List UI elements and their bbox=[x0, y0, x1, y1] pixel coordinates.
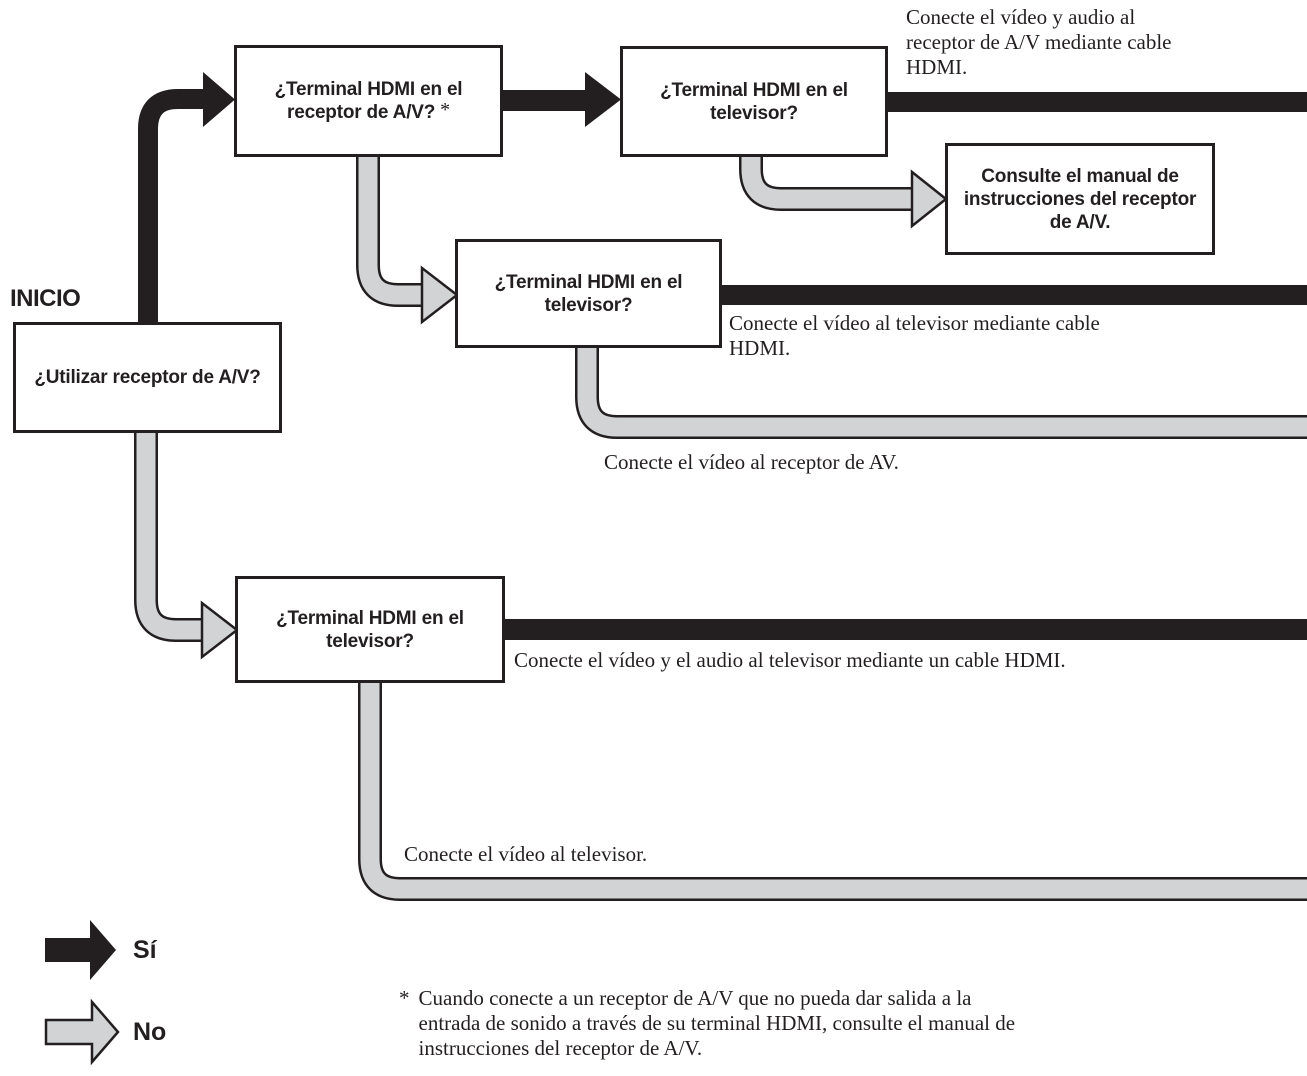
decision-box-utilizar-receptor: ¿Utilizar receptor de A/V? bbox=[13, 322, 282, 433]
yes-arrow-receptor-to-tv bbox=[501, 72, 621, 127]
legend-yes-label: Sí bbox=[133, 936, 157, 964]
decision-box-tv-bottom: ¿Terminal HDMI en el televisor? bbox=[235, 576, 505, 683]
yes-bar-tv-mid-out bbox=[720, 285, 1307, 305]
decision-box-tv-top: ¿Terminal HDMI en el televisor? bbox=[620, 46, 888, 157]
no-arrow-receptor-to-tv-mid bbox=[356, 155, 460, 325]
result-box-consulte-manual: Consulte el manual de instrucciones del … bbox=[945, 143, 1215, 255]
note-hdmi-receiver: Conecte el vídeo y audio al receptor de … bbox=[906, 5, 1172, 79]
legend-yes-arrow-icon bbox=[45, 920, 116, 980]
decision-box-tv-mid: ¿Terminal HDMI en el televisor? bbox=[455, 239, 722, 348]
no-line-tv-bottom-out bbox=[358, 681, 1307, 901]
decision-box-receptor-hdmi: ¿Terminal HDMI en el receptor de A/V?* bbox=[234, 45, 503, 157]
note-video-tv: Conecte el vídeo al televisor. bbox=[404, 842, 648, 866]
footnote-marker-ref: * bbox=[440, 99, 450, 121]
note-hdmi-tv-video: Conecte el vídeo al televisor mediante c… bbox=[729, 311, 1100, 360]
footnote-text: Cuando conecte a un receptor de A/V que … bbox=[418, 986, 1016, 1060]
note-video-receiver: Conecte el vídeo al receptor de AV. bbox=[604, 450, 899, 474]
no-arrow-inicio-to-tv-bottom bbox=[134, 431, 240, 660]
decision-box-tv-bottom-label: ¿Terminal HDMI en el televisor? bbox=[276, 607, 464, 652]
decision-box-receptor-hdmi-label: ¿Terminal HDMI en el receptor de A/V?* bbox=[275, 78, 463, 124]
start-label: INICIO bbox=[10, 285, 81, 312]
legend-no-label: No bbox=[133, 1018, 167, 1046]
footnote-marker: * bbox=[399, 986, 410, 1010]
legend-no-arrow-icon bbox=[44, 998, 120, 1066]
decision-box-receptor-hdmi-text: ¿Terminal HDMI en el receptor de A/V? bbox=[274, 79, 463, 123]
no-arrow-tv-to-consulte bbox=[739, 155, 949, 229]
yes-bar-tv-top-out bbox=[886, 92, 1307, 112]
result-box-consulte-manual-label: Consulte el manual de instrucciones del … bbox=[963, 165, 1197, 233]
yes-arrow-inicio-to-receptor bbox=[138, 72, 235, 324]
no-line-tv-mid-out bbox=[575, 346, 1307, 439]
yes-bar-tv-bottom-out bbox=[503, 619, 1307, 640]
decision-box-tv-top-label: ¿Terminal HDMI en el televisor? bbox=[660, 79, 848, 124]
note-hdmi-tv-av: Conecte el vídeo y el audio al televisor… bbox=[514, 648, 1066, 672]
decision-box-tv-mid-label: ¿Terminal HDMI en el televisor? bbox=[494, 271, 683, 316]
decision-box-utilizar-receptor-label: ¿Utilizar receptor de A/V? bbox=[34, 367, 261, 388]
footnote: * Cuando conecte a un receptor de A/V qu… bbox=[399, 986, 1015, 1061]
